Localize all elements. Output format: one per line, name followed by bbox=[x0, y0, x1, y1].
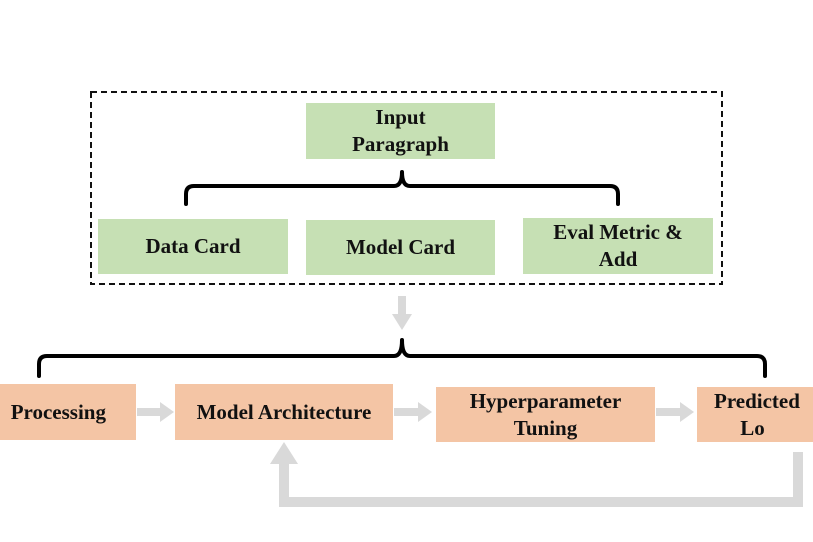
input-paragraph-box: Input Paragraph bbox=[306, 103, 495, 159]
model-card-box: Model Card bbox=[306, 220, 495, 275]
hyperparameter-tuning-box: Hyperparameter Tuning bbox=[436, 387, 655, 442]
feedback-loop-arrow bbox=[279, 452, 803, 507]
top-curly-bracket bbox=[184, 170, 620, 206]
model-architecture-box: Model Architecture bbox=[175, 384, 393, 440]
processing-box: Processing bbox=[0, 384, 136, 440]
arrow-architecture-to-tuning bbox=[394, 402, 432, 422]
predicted-box: Predicted Lo bbox=[697, 387, 813, 442]
down-arrow bbox=[392, 296, 412, 330]
eval-metric-box: Eval Metric & Add bbox=[523, 218, 713, 274]
bottom-curly-bracket bbox=[37, 338, 767, 378]
dashed-group-border bbox=[90, 91, 723, 285]
arrow-processing-to-architecture bbox=[137, 402, 174, 422]
arrow-tuning-to-predicted bbox=[656, 402, 694, 422]
data-card-box: Data Card bbox=[98, 219, 288, 274]
feedback-loop-arrowhead bbox=[270, 442, 298, 464]
processing-label: Processing bbox=[10, 399, 106, 424]
